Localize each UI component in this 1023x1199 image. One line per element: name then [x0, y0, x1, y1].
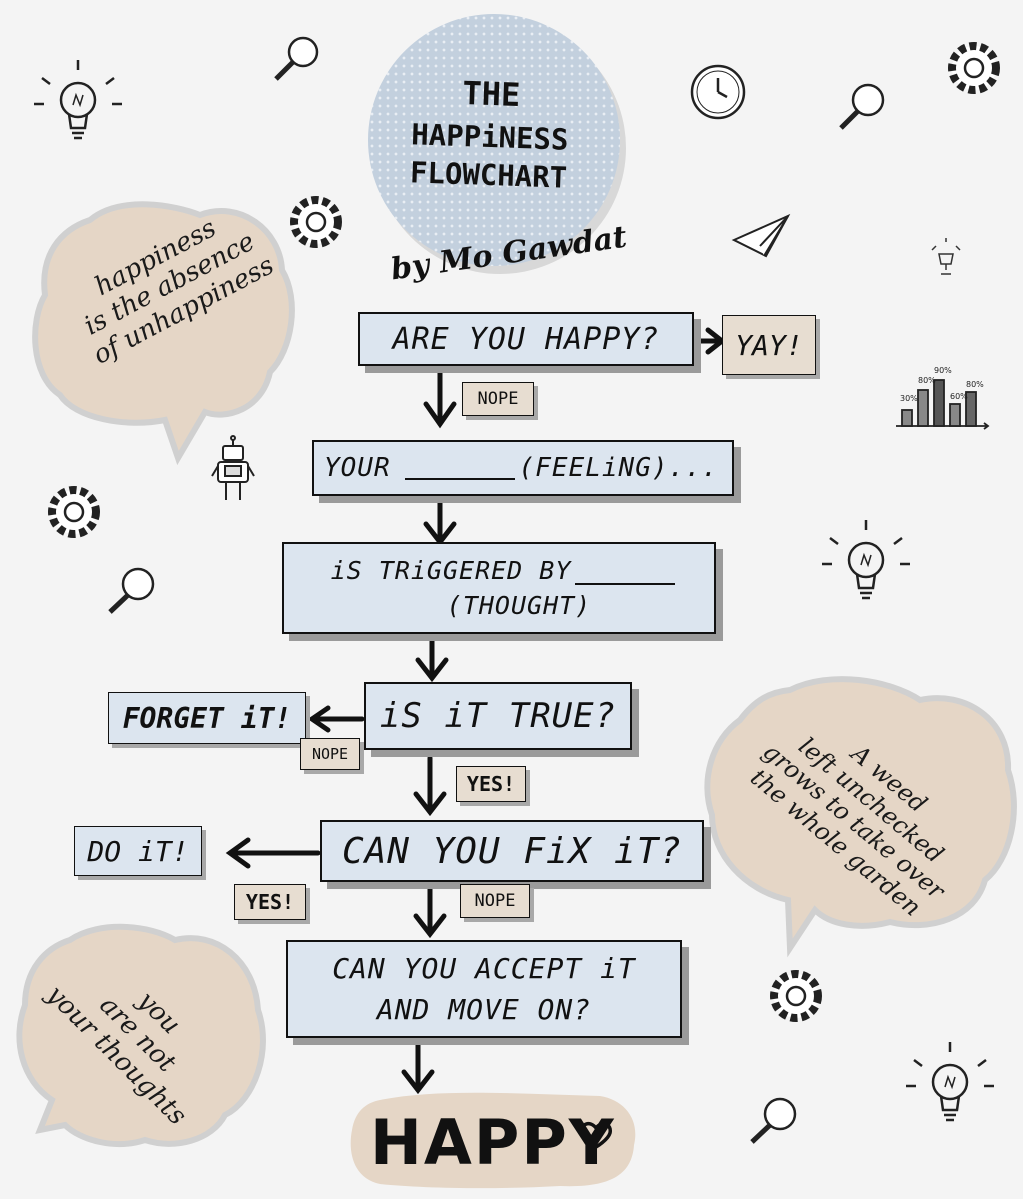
magnifier-icon [108, 567, 155, 614]
accept-line-2: AND MOVE ON? [376, 993, 592, 1026]
nope-tag: NOPE [460, 884, 530, 918]
feeling-blank [404, 456, 515, 480]
question-label: CAN YOU FiX iT? [341, 830, 683, 872]
title-line-2: HAPPiNESS [410, 116, 570, 157]
feeling-prefix: YOUR [324, 453, 391, 483]
nope-label: NOPE [311, 745, 349, 763]
gear-icon [770, 970, 822, 1022]
nope-label: NOPE [477, 389, 519, 409]
do-it-label: DO iT! [87, 834, 189, 868]
heart-icon [580, 1121, 612, 1150]
trigger-line-1: iS TRiGGERED BY [331, 556, 676, 585]
question-label: iS iT TRUE? [379, 696, 617, 736]
question-can-you-accept-it: CAN YOU ACCEPT iT AND MOVE ON? [286, 940, 682, 1038]
page-title: THE HAPPiNESS FLOWCHART [383, 74, 597, 195]
yes-label: YES! [245, 890, 295, 914]
robot-icon [211, 435, 255, 500]
arrow-head [401, 1069, 435, 1095]
bar-chart-icon [896, 379, 990, 430]
title-line-3: FLOWCHART [409, 155, 568, 195]
question-label: ARE YOU HAPPY? [392, 321, 660, 357]
arrow-head [307, 705, 331, 733]
thought-bubble-left-bottom [16, 923, 266, 1148]
lightbulb-icon [906, 1042, 994, 1122]
yes-tag: YES! [234, 884, 306, 920]
question-are-you-happy: ARE YOU HAPPY? [358, 312, 694, 366]
title-line-1: THE [461, 74, 521, 115]
gear-icon [948, 42, 1000, 94]
magnifier-icon [839, 83, 885, 130]
arrow-head [413, 913, 447, 939]
gear-icon [48, 486, 100, 538]
clock-icon [690, 64, 746, 120]
trophy-icon [931, 238, 961, 275]
thought-bubble-left-top [32, 201, 295, 466]
question-is-it-true: iS iT TRUE? [364, 682, 632, 750]
bar-label: 90% [934, 366, 952, 375]
arrow-head [413, 791, 447, 817]
lightbulb-icon [822, 520, 910, 600]
question-can-you-fix-it: CAN YOU FiX iT? [320, 820, 704, 882]
arrow-head [423, 401, 457, 429]
bar-label: 60% [950, 392, 968, 401]
bar-label: 30% [900, 394, 918, 403]
bar-label: 80% [918, 376, 936, 385]
bar-label: 80% [966, 380, 984, 389]
bar-chart-labels: 30% 80% 90% 60% 80% [898, 366, 998, 403]
arrow-head [415, 657, 449, 683]
arrow-head [225, 837, 251, 869]
nope-label: NOPE [474, 891, 516, 911]
flow-arrows [225, 327, 727, 1095]
trigger-line-2: (THOUGHT) [446, 591, 592, 620]
forget-label: FORGET iT! [122, 701, 292, 735]
accept-line-1: CAN YOU ACCEPT iT [332, 952, 636, 985]
magnifier-icon [750, 1097, 797, 1144]
thought-bubble-right [704, 676, 1017, 958]
do-it-box: DO iT! [74, 826, 202, 876]
yes-label: YES! [466, 772, 516, 796]
yay-label: YAY! [735, 328, 803, 362]
trigger-box: iS TRiGGERED BY (THOUGHT) [282, 542, 716, 634]
trigger-blank [575, 565, 676, 585]
paper-plane-icon [731, 213, 791, 258]
happy-label: HAPPY [370, 1106, 616, 1179]
magnifier-icon [274, 36, 319, 81]
yes-tag: YES! [456, 766, 526, 802]
happy-blob [350, 1092, 636, 1189]
lightbulb-icon [34, 60, 122, 140]
gear-icon [290, 196, 342, 248]
nope-tag: NOPE [462, 382, 534, 416]
title-circle [368, 14, 620, 266]
trigger-label: iS TRiGGERED BY [330, 556, 572, 585]
feeling-suffix: (FEELiNG)... [518, 453, 719, 483]
nope-tag: NOPE [300, 738, 360, 770]
feeling-box: YOUR (FEELiNG)... [312, 440, 734, 496]
yay-box: YAY! [722, 315, 816, 375]
forget-it-box: FORGET iT! [108, 692, 306, 744]
